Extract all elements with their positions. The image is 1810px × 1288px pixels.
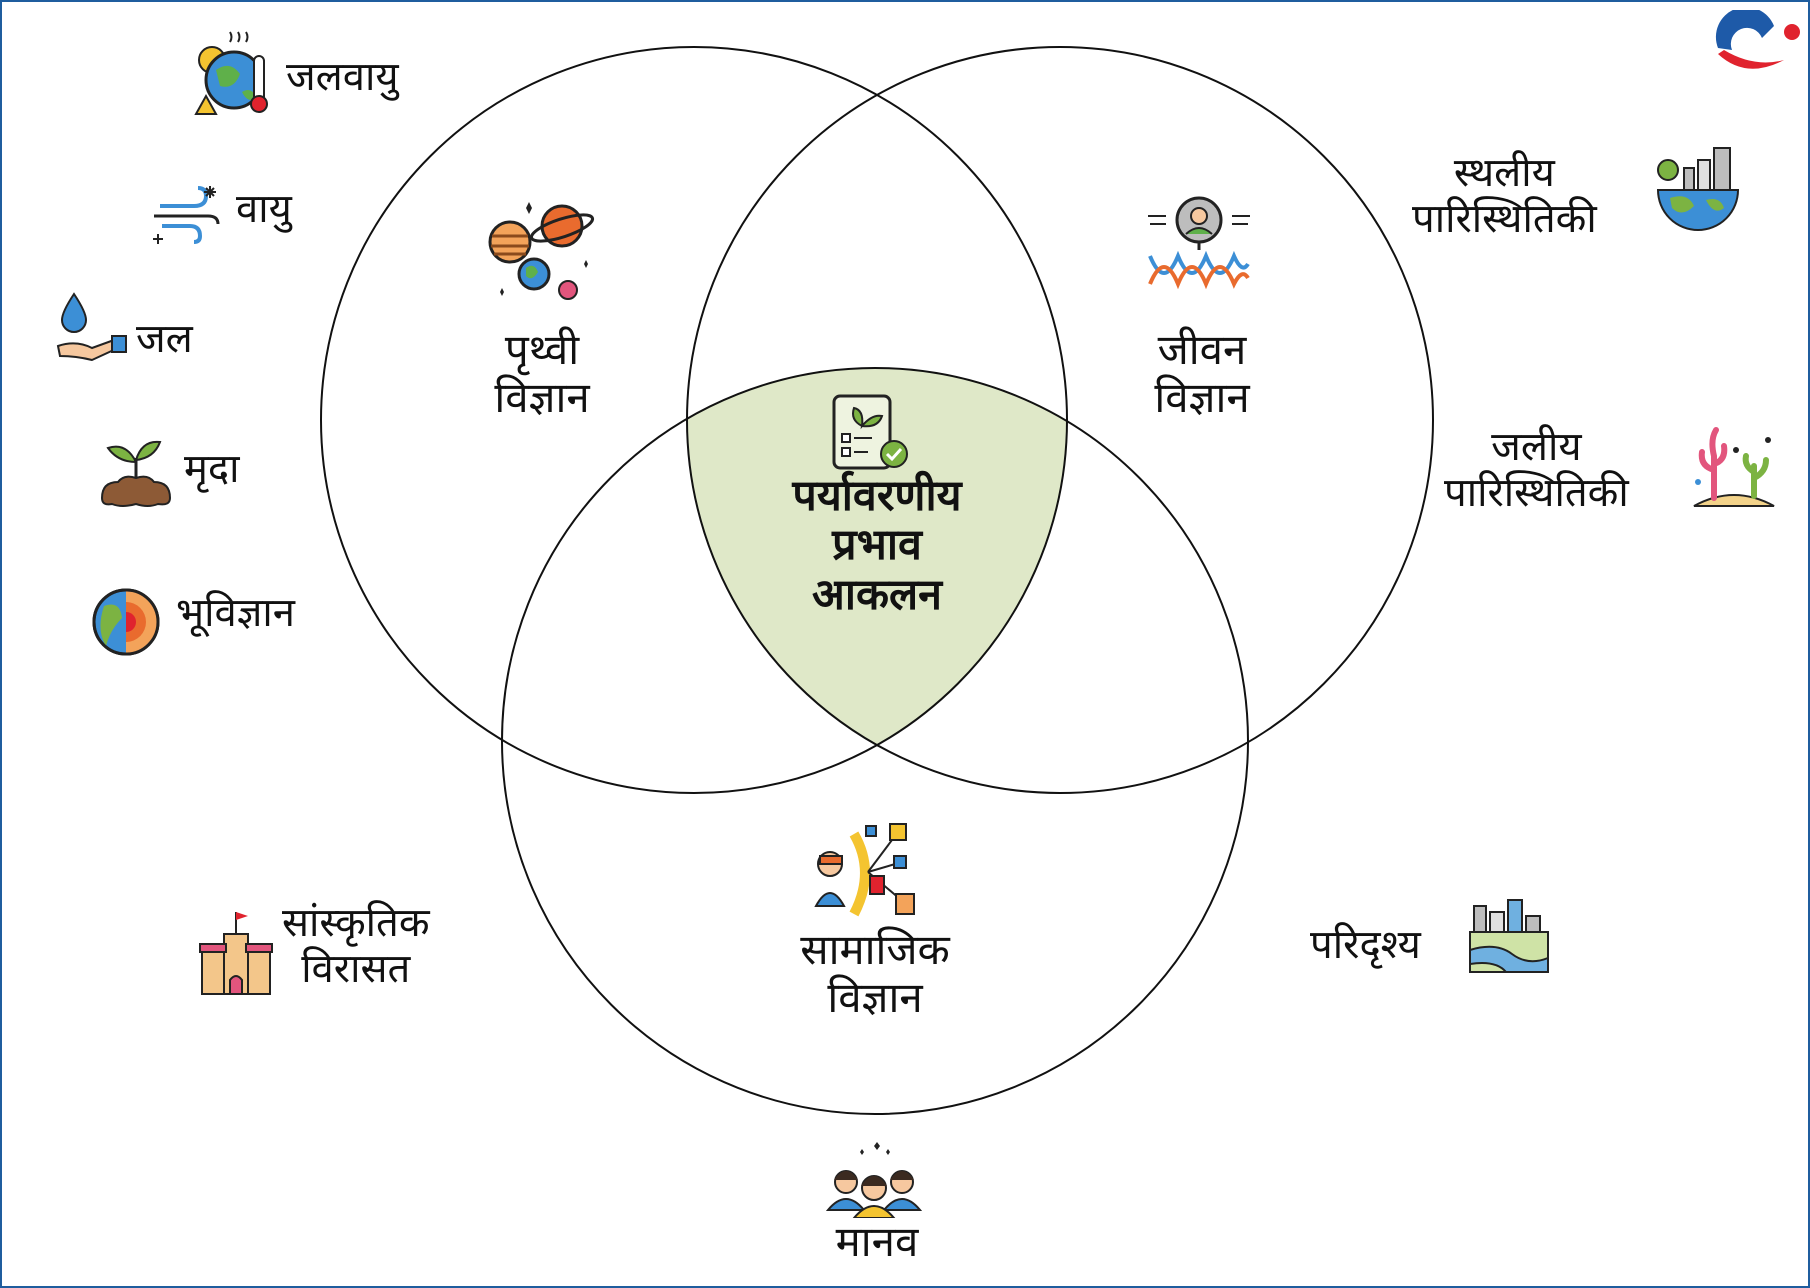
planets-icon (488, 202, 595, 300)
life-science-circle (686, 46, 1434, 794)
aquatic-ecology-label: जलीय पारिस्थितिकी (1444, 424, 1629, 516)
cultural-heritage-line-1: सांस्कृतिक (282, 900, 430, 946)
central-title: पर्यावरणीय प्रभाव आकलन (742, 471, 1012, 620)
social-science-label: सामाजिक विज्ञान (765, 925, 985, 1023)
life-science-label: जीवन विज्ञान (1092, 325, 1312, 423)
central-title-line-3: आकलन (812, 569, 942, 620)
landscape-city-river-icon (1469, 899, 1549, 973)
geology-label: भूविज्ञान (176, 590, 295, 636)
soil-label: मृदा (184, 446, 240, 492)
cultural-heritage-label: सांस्कृतिक विरासत (282, 900, 430, 992)
terrestrial-ecology-line-2: पारिस्थितिकी (1412, 196, 1597, 242)
air-label: वायु (236, 186, 292, 232)
climate-label: जलवायु (286, 54, 399, 100)
social-network-icon (814, 823, 915, 917)
water-drop-hand-icon (56, 292, 127, 362)
central-title-line-2: प्रभाव (832, 520, 922, 571)
central-title-line-1: पर्यावरणीय (792, 471, 962, 521)
geology-globe-icon (92, 588, 160, 656)
human-label: मानव (835, 1217, 919, 1266)
castle-icon (199, 912, 273, 995)
social-science-line-2: विज्ञान (827, 973, 923, 1023)
terrestrial-ecology-label: स्थलीय पारिस्थितिकी (1412, 150, 1597, 242)
earth-science-label: पृथ्वी विज्ञान (432, 325, 652, 423)
wind-icon (153, 186, 220, 244)
life-science-line-1: जीवन (1157, 325, 1247, 374)
earth-science-line-1: पृथ्वी (504, 325, 580, 374)
aquatic-ecology-line-2: पारिस्थितिकी (1444, 470, 1629, 516)
cultural-heritage-line-2: विरासत (301, 946, 411, 992)
soil-sprout-icon (100, 440, 172, 507)
earth-science-line-2: विज्ञान (494, 373, 590, 423)
life-science-line-2: विज्ञान (1154, 373, 1250, 423)
assessment-document-icon (832, 394, 908, 470)
people-group-icon (826, 1142, 922, 1218)
aquatic-ecology-line-1: जलीय (1491, 424, 1582, 470)
terrestrial-globe-city-icon (1656, 147, 1740, 231)
social-science-circle (501, 367, 1249, 1115)
dna-person-icon (1148, 196, 1250, 290)
brand-logo-icon (1716, 10, 1800, 69)
landscape-label: परिदृश्य (1310, 922, 1421, 968)
social-science-line-1: सामाजिक (800, 925, 950, 974)
earth-science-circle (320, 46, 1068, 794)
terrestrial-ecology-line-1: स्थलीय (1453, 150, 1555, 196)
coral-reef-icon (1693, 427, 1775, 507)
water-label: जल (136, 316, 193, 362)
climate-icon (194, 31, 268, 115)
